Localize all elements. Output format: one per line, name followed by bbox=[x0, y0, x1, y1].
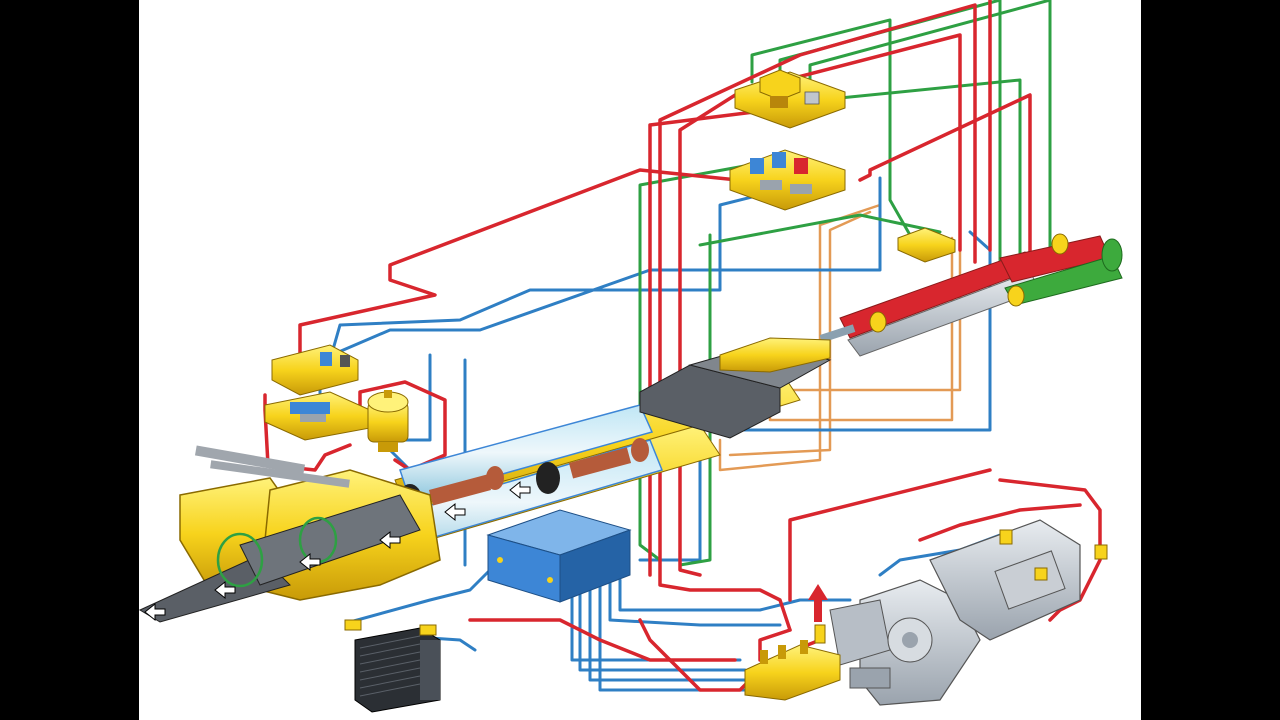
flow-arrow-left-icon bbox=[144, 602, 166, 622]
pressure-lines bbox=[263, 0, 1102, 692]
line-network bbox=[263, 0, 1102, 692]
pump-icon bbox=[829, 519, 1081, 706]
s-valve bbox=[139, 445, 441, 623]
pump-manifold bbox=[744, 529, 1108, 701]
upper-bracket bbox=[719, 337, 831, 373]
left-letterbox bbox=[0, 0, 139, 720]
valve-block-upper bbox=[734, 69, 846, 129]
pump-flow-up-arrow-icon bbox=[808, 584, 828, 622]
tank-icon bbox=[486, 509, 632, 603]
flow-arrow-left-icon bbox=[214, 580, 236, 600]
flow-arrow-left-icon bbox=[299, 552, 321, 572]
flow-arrow-left-icon bbox=[509, 480, 531, 500]
valve-block-middle bbox=[729, 149, 846, 211]
accumulator-icon bbox=[367, 390, 409, 452]
right-letterbox bbox=[1141, 0, 1280, 720]
flow-arrow-left-icon bbox=[444, 502, 466, 522]
hydraulic-diagram bbox=[139, 0, 1123, 713]
flow-arrow-left-icon bbox=[379, 530, 401, 550]
valve-block-left-lower bbox=[264, 391, 371, 441]
drive-cylinders bbox=[839, 233, 1123, 357]
hydraulic-diagram-canvas bbox=[139, 0, 1141, 720]
flow-arrows bbox=[144, 480, 531, 622]
radiator-icon bbox=[344, 619, 441, 713]
valve-block-right bbox=[897, 227, 956, 263]
piston-right bbox=[536, 438, 649, 494]
valve-block-left-upper bbox=[271, 344, 359, 396]
